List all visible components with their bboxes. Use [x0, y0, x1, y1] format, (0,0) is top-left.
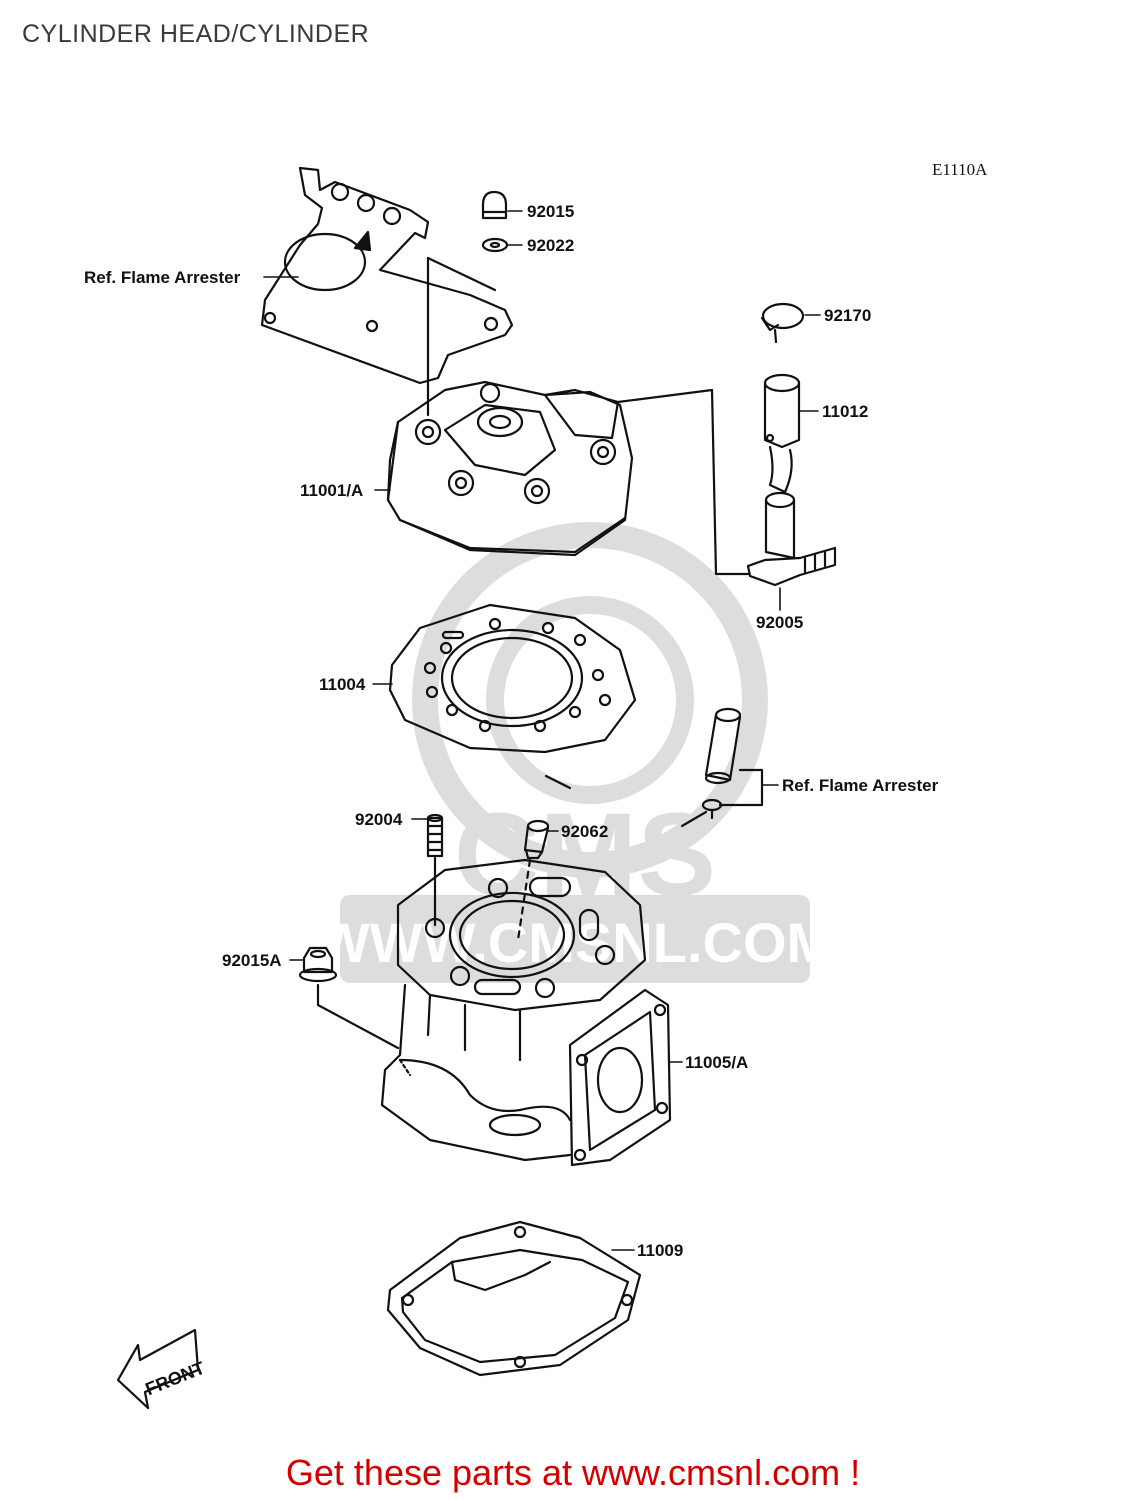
guide-line — [680, 810, 708, 828]
flange-nut-part — [298, 946, 338, 983]
cylinder-head-part — [386, 380, 634, 557]
stud-bolt-part — [426, 813, 444, 858]
callout-11012: 11012 — [822, 402, 869, 421]
cms-watermark: CMS WWW.CMSNL.COM — [317, 522, 833, 983]
vent-pipe-part — [704, 707, 742, 785]
cap-nut-part — [481, 190, 508, 220]
front-arrow-icon: FRONT — [116, 1328, 208, 1410]
watermark-logo-text: CMS — [454, 789, 716, 921]
callout-ref-flame-arrester-right: Ref. Flame Arrester — [782, 776, 939, 795]
callout-leaders — [263, 210, 821, 1251]
head-gasket-part — [388, 603, 637, 754]
nozzle-part — [523, 819, 550, 860]
cylinder-part — [380, 858, 672, 1167]
guide-line — [616, 388, 750, 576]
front-arrow-label: FRONT — [143, 1358, 208, 1400]
hose-part — [763, 373, 801, 494]
callout-92015: 92015 — [527, 202, 575, 221]
footer-link[interactable]: Get these parts at www.cmsnl.com ! — [285, 1452, 861, 1493]
callout-11004: 11004 — [319, 675, 366, 694]
callout-92022: 92022 — [527, 236, 575, 255]
flame-arrester-bracket — [260, 166, 514, 385]
callout-92004: 92004 — [355, 810, 403, 829]
base-gasket-part — [386, 1220, 642, 1377]
watermark-url-text: WWW.CMSNL.COM — [317, 911, 833, 974]
washer-part — [481, 237, 509, 253]
callout-92015a: 92015A — [222, 951, 282, 970]
guide-line — [718, 768, 764, 807]
page-title: CYLINDER HEAD/CYLINDER — [22, 20, 370, 48]
callout-11009: 11009 — [637, 1241, 684, 1260]
t-fitting-part — [746, 491, 837, 587]
callout-92170: 92170 — [824, 306, 872, 325]
callout-92005: 92005 — [756, 613, 804, 632]
callout-11001a: 11001/A — [300, 481, 364, 500]
diagram-code: E1110A — [932, 160, 988, 179]
guide-line — [516, 858, 532, 942]
callout-ref-flame-arrester-top: Ref. Flame Arrester — [84, 268, 241, 287]
callout-11005a: 11005/A — [685, 1053, 749, 1072]
guide-line — [426, 256, 497, 292]
callout-92062: 92062 — [561, 822, 609, 841]
guide-line — [544, 774, 572, 790]
hose-clamp-part — [760, 302, 805, 344]
guide-line — [316, 983, 400, 1050]
